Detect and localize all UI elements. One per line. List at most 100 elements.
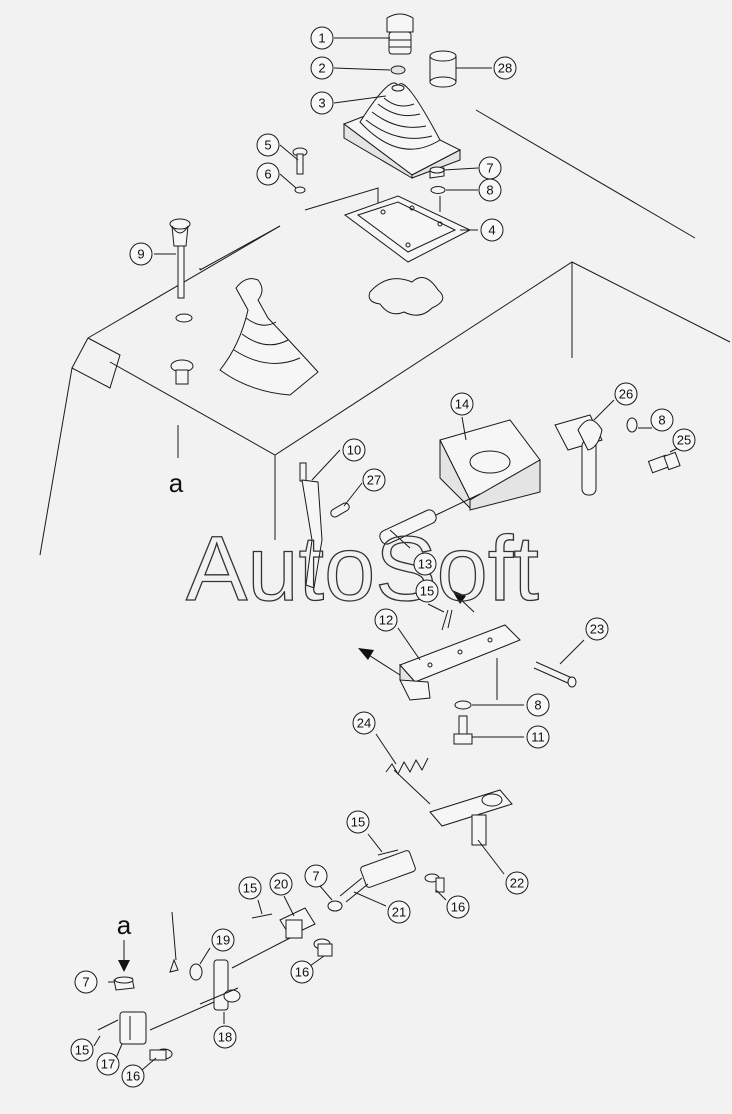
hex-nut [327,900,343,912]
svg-text:9: 9 [137,247,144,262]
pin [330,502,350,518]
svg-text:7: 7 [82,975,89,990]
callout-20: 20 [269,872,293,896]
bolt [647,451,681,474]
clevis-rod [339,850,416,903]
direction-arrow [452,590,475,613]
callout-16c: 16 [121,1064,145,1088]
svg-text:4: 4 [488,223,495,238]
selector-housing [439,419,541,511]
shift-rod [379,493,481,545]
clevis-pin [149,1048,173,1061]
cotter-pin [169,911,179,973]
reverse-knob [170,359,194,385]
washer [430,186,446,194]
svg-text:7: 7 [312,869,319,884]
cotter-pin [251,913,273,919]
callout-24: 24 [352,711,376,735]
svg-text:23: 23 [590,622,604,637]
callout-7b: 7 [304,864,328,888]
callout-19: 19 [211,928,235,952]
svg-text:20: 20 [274,877,288,892]
long-bolt [533,661,577,688]
svg-text:8: 8 [486,183,493,198]
shift-arm [399,624,521,701]
svg-text:18: 18 [218,1030,232,1045]
svg-text:27: 27 [367,473,381,488]
callout-23: 23 [585,617,609,641]
callout-15: 15 [415,579,439,603]
callout-17: 17 [96,1052,120,1076]
svg-text:25: 25 [677,433,691,448]
svg-text:17: 17 [101,1057,115,1072]
shift-knob [386,13,414,55]
callout-12: 12 [374,608,398,632]
clevis-pin [424,873,445,893]
callout-22: 22 [505,871,529,895]
view-label-a: a [169,468,184,498]
lower-lever [429,789,513,846]
callout-18: 18 [213,1025,237,1049]
svg-text:19: 19 [216,933,230,948]
svg-text:16: 16 [126,1069,140,1084]
shift-lever-installed [219,278,319,396]
callout-26: 26 [614,382,638,406]
svg-text:8: 8 [658,413,665,428]
svg-text:15: 15 [351,815,365,830]
clevis [279,907,316,939]
svg-text:16: 16 [451,900,465,915]
collar [429,50,457,88]
callout-28: 28 [493,56,517,80]
direction-arrow [358,648,401,676]
callout-7c: 7 [74,970,98,994]
clevis-bottom [119,1011,147,1045]
callout-14: 14 [450,392,474,416]
callout-16: 16 [446,895,470,919]
callout-8c: 8 [526,693,550,717]
svg-text:10: 10 [347,443,361,458]
cotter-pin [441,609,453,631]
callout-11: 11 [526,725,550,749]
svg-text:26: 26 [619,387,633,402]
floor-panel-outline [39,109,731,556]
callout-4: 4 [480,218,504,242]
callout-21: 21 [387,900,411,924]
view-label-a: a [117,910,132,940]
washer [189,963,203,981]
callout-8: 8 [478,178,502,202]
svg-text:13: 13 [418,557,432,572]
svg-text:6: 6 [264,167,271,182]
lock-nut [390,65,406,75]
svg-text:15: 15 [243,881,257,896]
callout-15b: 15 [346,810,370,834]
callout-6: 6 [256,162,280,186]
callout-9: 9 [129,242,153,266]
svg-text:21: 21 [392,905,406,920]
washer [626,417,638,433]
svg-text:14: 14 [455,397,469,412]
svg-text:5: 5 [264,138,271,153]
callout-3: 3 [310,91,334,115]
callout-5: 5 [256,133,280,157]
callout-2: 2 [310,56,334,80]
callout-8b: 8 [650,408,674,432]
spring [385,757,431,805]
hex-bolt [453,715,473,745]
callout-15d: 15 [70,1038,94,1062]
hex-nut [113,976,135,991]
svg-text:15: 15 [75,1043,89,1058]
svg-text:2: 2 [318,61,325,76]
mounting-plate [343,195,472,263]
screw [292,147,308,175]
svg-text:12: 12 [379,613,393,628]
cotter-pin [97,1019,119,1031]
callout-13: 13 [413,552,437,576]
clevis-pin [313,938,333,957]
svg-text:7: 7 [486,161,493,176]
callout-1: 1 [310,26,334,50]
callout-25: 25 [672,428,696,452]
svg-text:28: 28 [498,61,512,76]
washer [454,700,472,710]
svg-text:1: 1 [318,31,325,46]
